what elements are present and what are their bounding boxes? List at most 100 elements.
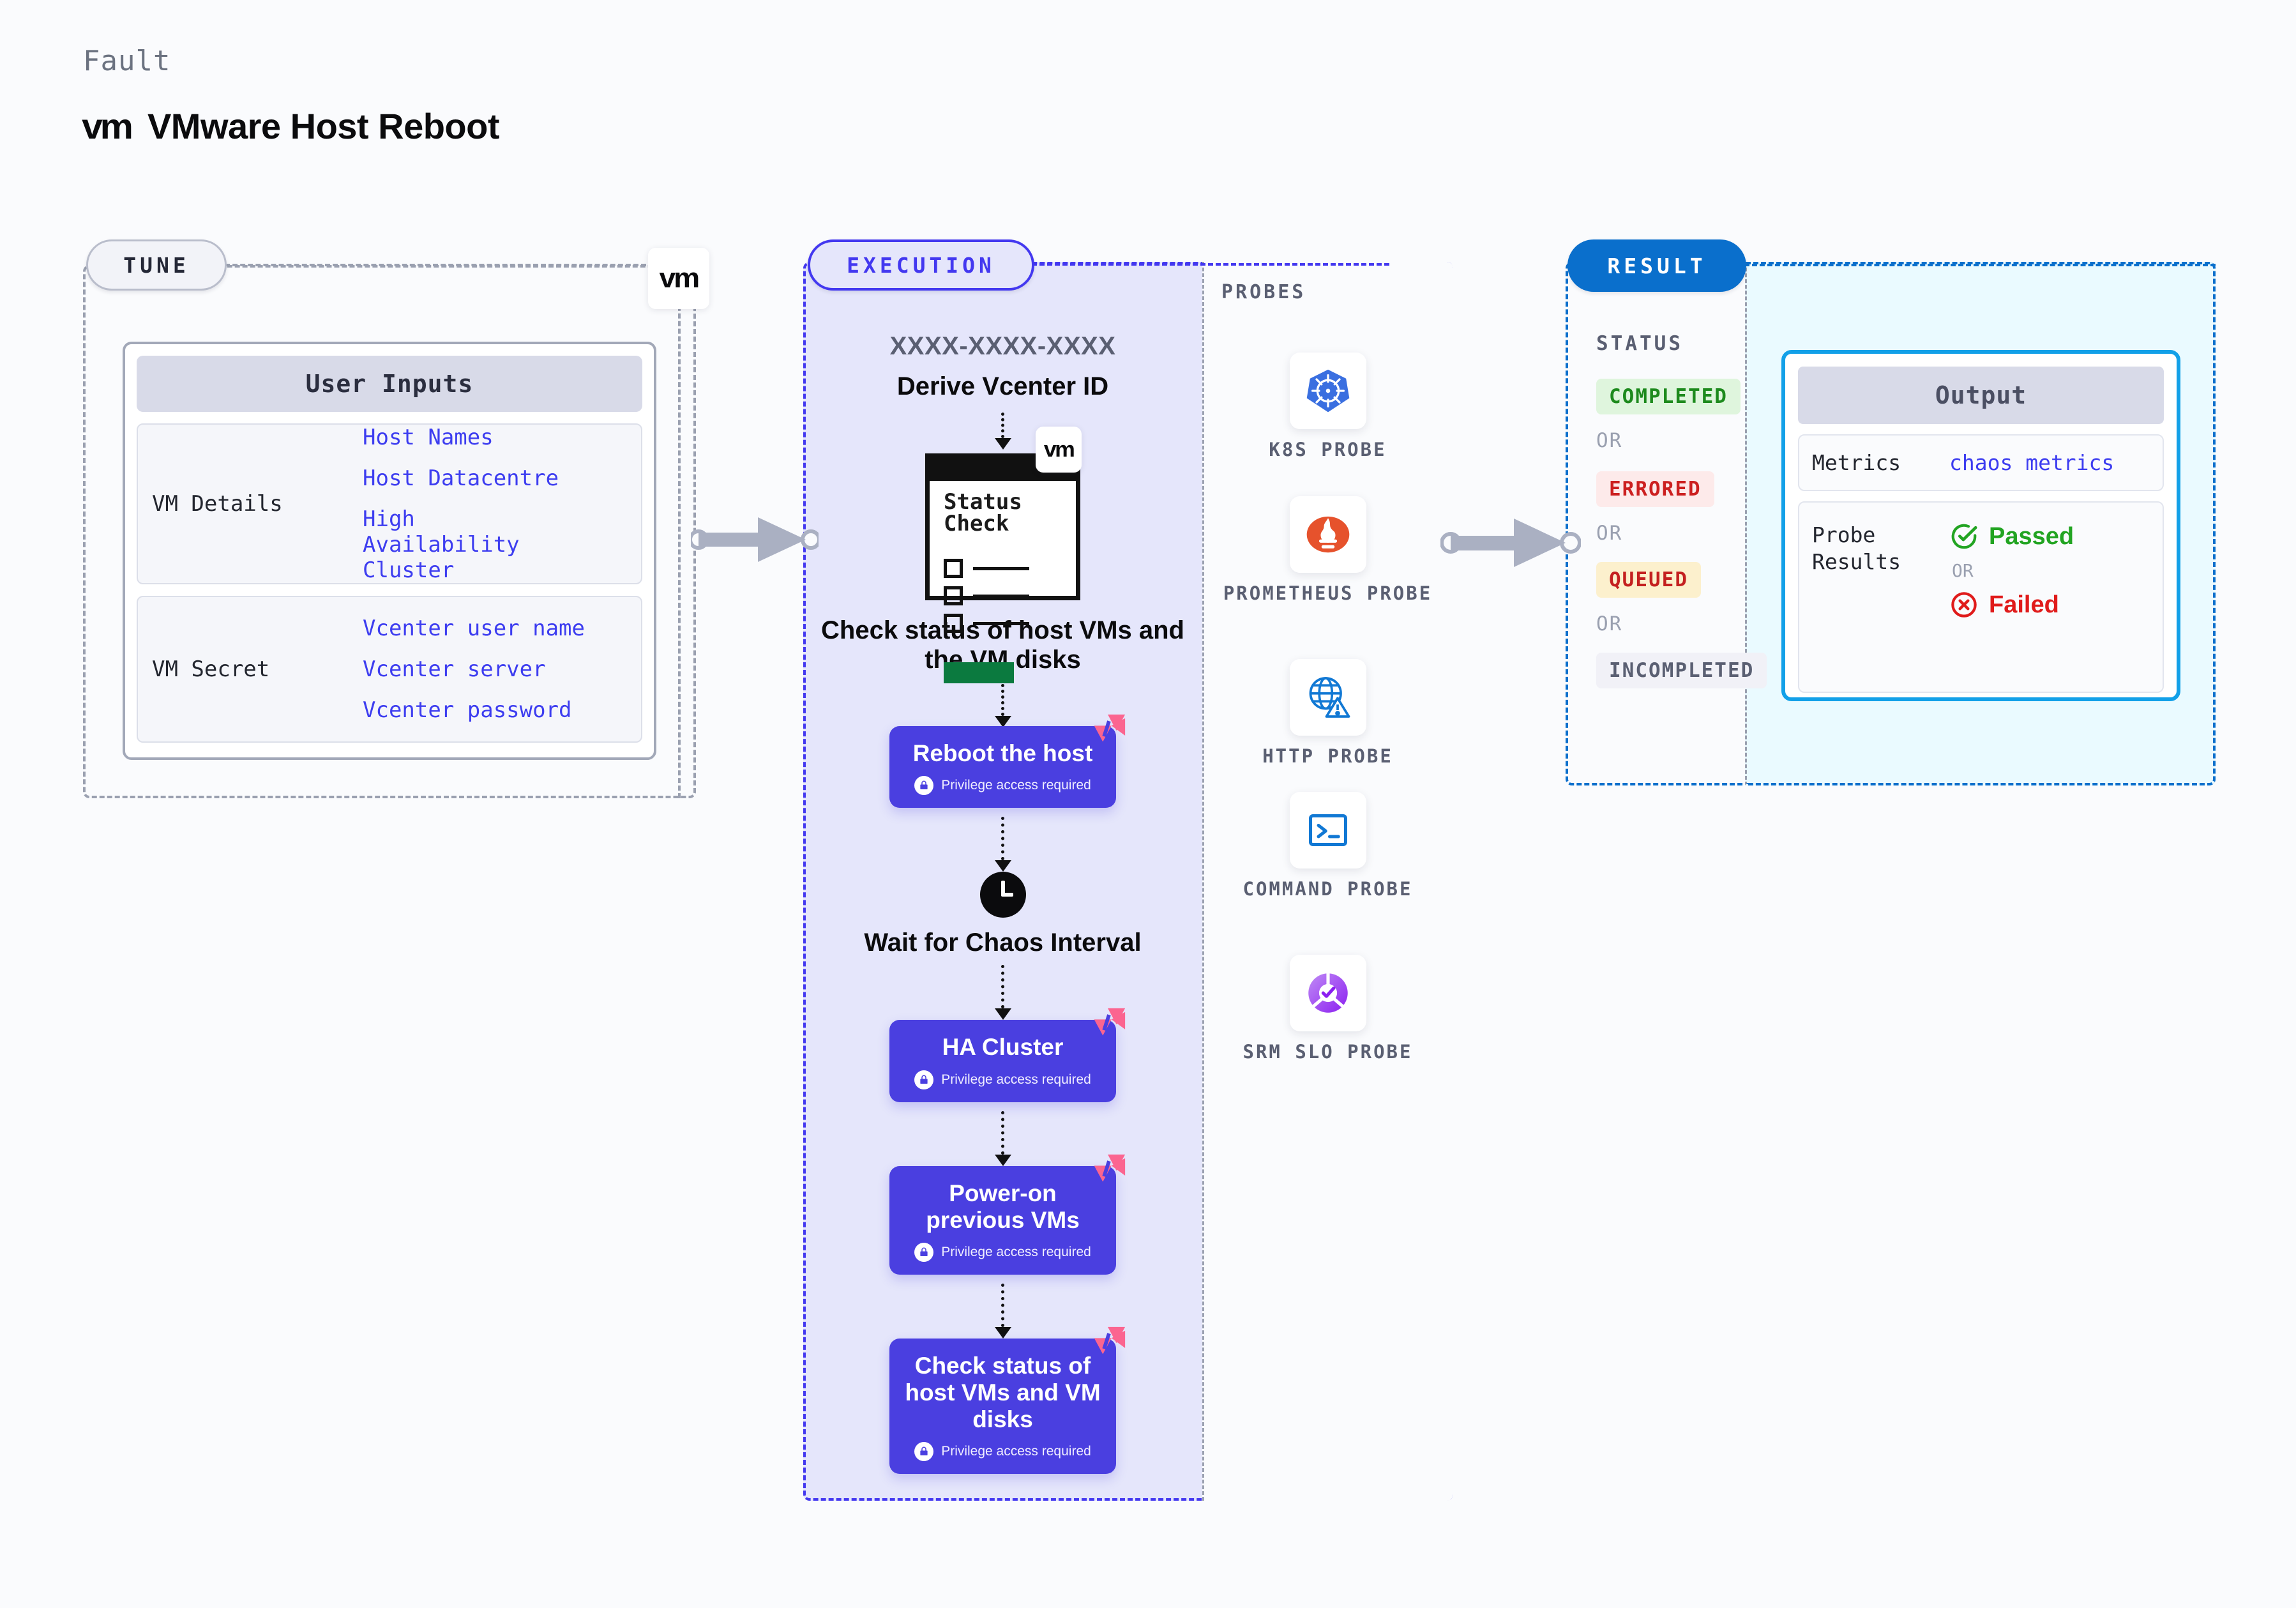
prometheus-icon	[1289, 496, 1366, 573]
lock-icon	[914, 1442, 934, 1462]
step-power-on-previous-vms[interactable]: Power-on previous VMs Privilege access r…	[889, 1154, 1126, 1275]
input-high-availability-cluster[interactable]: High Availability Cluster	[363, 506, 520, 584]
input-vcenter-server[interactable]: Vcenter server	[363, 656, 546, 682]
step-note-text: Privilege access required	[941, 1444, 1091, 1459]
step-privilege-note: Privilege access required	[902, 1070, 1103, 1089]
probe-result-failed: Failed	[1949, 590, 2074, 619]
input-vcenter-user-name[interactable]: Vcenter user name	[363, 615, 585, 641]
probe-label: HTTP PROBE	[1262, 745, 1393, 767]
step-check-status-of-host-vms-and-vm-disks[interactable]: Check status of host VMs and VM disks Pr…	[889, 1326, 1126, 1475]
failed-text: Failed	[1989, 591, 2059, 618]
step-ha-cluster[interactable]: HA Cluster Privilege access required	[889, 1008, 1126, 1102]
result-label: RESULT	[1567, 239, 1746, 292]
probe-k8s[interactable]: K8S PROBE	[1202, 353, 1453, 462]
vm-secret-label: VM Secret	[152, 656, 270, 682]
flow-connector-2	[994, 683, 1011, 727]
vm-details-values: Host Names Host Datacentre High Availabi…	[363, 425, 559, 584]
execution-flow: XXXX-XXXX-XXXX Derive Vcenter ID Status …	[803, 262, 1202, 1475]
tune-connector-line	[225, 264, 646, 266]
probes-panel	[1202, 262, 1453, 1501]
page-kicker: Fault	[83, 45, 171, 77]
probe-http[interactable]: HTTP PROBE	[1202, 659, 1453, 768]
clock-icon	[979, 871, 1026, 918]
status-check-vmware-badge: vm	[1036, 427, 1082, 473]
step-title: Check status of host VMs and VM disks	[905, 1352, 1101, 1433]
tune-vm-dropline	[678, 291, 681, 798]
lock-icon	[914, 1242, 934, 1262]
vmware-logo-icon: vm	[659, 262, 700, 294]
status-badge-errored: ERRORED	[1596, 471, 1714, 507]
step-reboot-the-host[interactable]: Reboot the host Privilege access require…	[889, 714, 1126, 808]
probe-result-passed: Passed	[1949, 522, 2074, 551]
tune-vmware-badge: vm	[648, 248, 709, 309]
tune-label: TUNE	[86, 239, 227, 291]
http-globe-warning-icon	[1289, 659, 1366, 736]
srm-slo-icon	[1289, 955, 1366, 1031]
lock-icon	[914, 775, 934, 795]
input-host-names[interactable]: Host Names	[363, 424, 494, 450]
derive-vcenter-id-caption: Derive Vcenter ID	[896, 372, 1109, 400]
list-line	[973, 594, 1029, 598]
x-circle-icon	[1951, 592, 1977, 618]
checkbox-icon	[944, 586, 963, 605]
status-check-list	[944, 559, 1029, 633]
status-check-green-bar	[944, 662, 1014, 683]
litmus-logo-icon	[1094, 714, 1126, 742]
wait-for-chaos-interval-caption: Wait for Chaos Interval	[864, 928, 1142, 957]
terminal-icon	[1289, 792, 1366, 868]
probes-title: PROBES	[1221, 281, 1306, 303]
checkbox-icon	[944, 559, 963, 578]
flow-connector-6	[994, 1283, 1011, 1339]
list-line	[973, 621, 1029, 625]
step-title: Reboot the host	[912, 740, 1093, 766]
probe-results-label: Probe Results	[1812, 522, 1901, 574]
vm-details-label: VM Details	[152, 491, 283, 517]
output-metrics-row: Metrics chaos metrics	[1798, 434, 2164, 492]
checkbox-icon	[944, 614, 963, 633]
output-title: Output	[1798, 367, 2164, 424]
probe-label: K8S PROBE	[1269, 439, 1387, 460]
step-note-text: Privilege access required	[941, 1244, 1091, 1259]
check-status-caption: Check status of host VMs and the VM disk…	[821, 616, 1184, 674]
probe-result-or: OR	[1952, 560, 1974, 582]
execution-run-id: XXXX-XXXX-XXXX	[889, 332, 1116, 360]
step-title: HA Cluster	[942, 1034, 1064, 1061]
probe-results-values: Passed OR Failed	[1949, 522, 2074, 619]
probe-srm-slo[interactable]: SRM SLO PROBE	[1202, 955, 1453, 1064]
output-probe-results-row: Probe Results Passed OR	[1798, 501, 2164, 694]
litmus-logo-icon	[1094, 1008, 1126, 1036]
page-title: VMware Host Reboot	[147, 106, 500, 146]
flow-connector-1	[994, 413, 1011, 450]
kubernetes-icon	[1289, 353, 1366, 429]
output-card: Output Metrics chaos metrics Probe Resul…	[1781, 350, 2180, 701]
flow-connector-4	[994, 965, 1011, 1020]
probe-prometheus[interactable]: PROMETHEUS PROBE	[1202, 496, 1453, 605]
vmware-logo-icon: vm	[1043, 437, 1075, 462]
step-privilege-note: Privilege access required	[902, 775, 1103, 795]
step-note-text: Privilege access required	[941, 1072, 1091, 1087]
status-badge-incompleted: INCOMPLETED	[1596, 653, 1767, 688]
execution-label: EXECUTION	[808, 239, 1034, 291]
metrics-value[interactable]: chaos metrics	[1949, 450, 2115, 476]
status-check-icon: Status Check	[925, 453, 1080, 683]
step-title: Power-on previous VMs	[926, 1179, 1080, 1233]
vm-secret-group: VM Secret Vcenter user name Vcenter serv…	[137, 596, 642, 743]
probe-label: SRM SLO PROBE	[1242, 1041, 1413, 1063]
status-or-2: OR	[1596, 522, 1623, 545]
execution-connector-line	[1032, 263, 1389, 266]
litmus-logo-icon	[1094, 1326, 1126, 1354]
status-check-text: Status Check	[944, 489, 1022, 536]
arrow-execution-to-result	[1440, 519, 1581, 567]
probe-command[interactable]: COMMAND PROBE	[1202, 792, 1453, 901]
input-vcenter-password[interactable]: Vcenter password	[363, 697, 572, 724]
page-title-row: vm VMware Host Reboot	[82, 105, 500, 147]
status-badge-queued: QUEUED	[1596, 562, 1701, 598]
step-privilege-note: Privilege access required	[902, 1242, 1103, 1262]
input-host-datacentre[interactable]: Host Datacentre	[363, 465, 559, 491]
step-note-text: Privilege access required	[941, 777, 1091, 793]
vm-details-group: VM Details Host Names Host Datacentre Hi…	[137, 423, 642, 584]
arrow-tune-to-execution	[691, 517, 819, 562]
step-privilege-note: Privilege access required	[902, 1442, 1103, 1462]
passed-text: Passed	[1989, 522, 2074, 550]
probe-label: COMMAND PROBE	[1242, 878, 1413, 900]
